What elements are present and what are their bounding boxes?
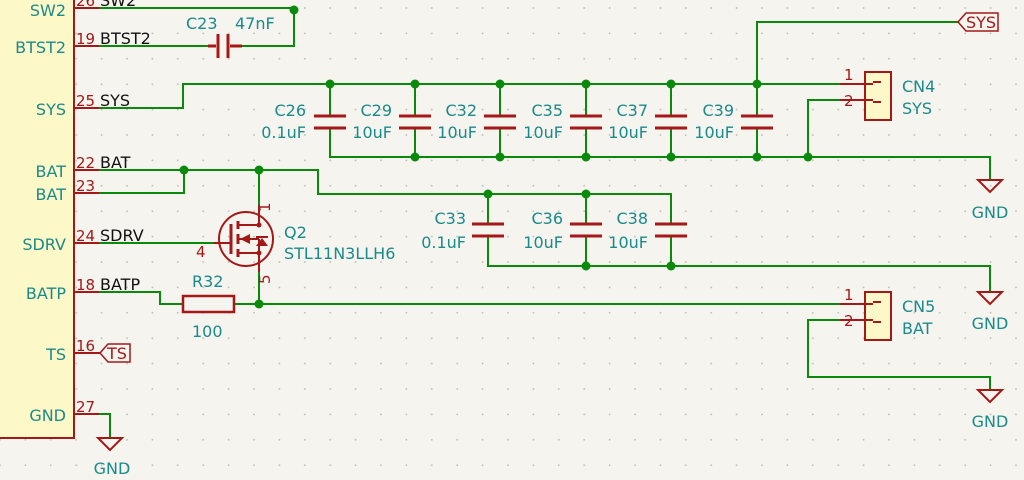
svg-text:10uF: 10uF [437, 123, 477, 142]
svg-text:10uF: 10uF [694, 123, 734, 142]
ic-pin-number: 27 [76, 398, 95, 416]
ic-pin-number: 26 [76, 0, 95, 10]
ic-pin-name: SYS [36, 100, 66, 119]
junctions [179, 5, 813, 309]
net-label-sys: SYS [100, 91, 130, 110]
ic-pin-name: SDRV [22, 235, 66, 254]
svg-text:GND: GND [972, 314, 1009, 333]
wires [99, 7, 991, 439]
net-label-sw2: SW2 [100, 0, 136, 10]
svg-text:10uF: 10uF [523, 123, 563, 142]
ic-pins [74, 7, 100, 415]
net-label-btst2: BTST2 [100, 29, 151, 48]
cn4-pin1: 1 [844, 66, 854, 84]
svg-text:C37: C37 [616, 101, 648, 120]
capacitor-c33: C33 0.1uF [421, 209, 504, 252]
gnd-symbol-ic: GND [94, 437, 131, 478]
ic-pin-number: 19 [76, 30, 95, 48]
ic-pin-name: TS [45, 345, 66, 364]
svg-text:10uF: 10uF [523, 233, 563, 252]
ic-pin-names: SW2 BTST2 SYS BAT BAT SDRV BATP TS GND [15, 1, 66, 425]
c23-value: 47nF [235, 14, 275, 33]
gnd-symbol-bat: GND [972, 291, 1009, 333]
svg-text:C35: C35 [531, 101, 563, 120]
capacitor-c35: C35 10uF [523, 101, 602, 142]
global-label-ts-text: TS [106, 344, 127, 363]
ic-pin-name: BATP [26, 284, 66, 303]
svg-text:C32: C32 [445, 101, 477, 120]
q2-pin-top: 1 [256, 202, 274, 212]
resistor-r32: R32 100 [181, 272, 236, 341]
cn4-value: SYS [902, 99, 932, 118]
svg-text:C26: C26 [274, 101, 306, 120]
cn5-value: BAT [902, 319, 933, 338]
svg-text:10uF: 10uF [608, 233, 648, 252]
net-label-batp: BATP [100, 275, 140, 294]
svg-text:C29: C29 [360, 101, 392, 120]
r32-value: 100 [192, 322, 223, 341]
svg-text:0.1uF: 0.1uF [421, 233, 466, 252]
capacitor-c26: C26 0.1uF [261, 101, 346, 142]
svg-text:C39: C39 [702, 101, 734, 120]
capacitor-c37: C37 10uF [608, 101, 687, 142]
capacitor-c32: C32 10uF [437, 101, 516, 142]
gnd-symbol-sys: GND [972, 179, 1009, 222]
global-label-ts: TS [98, 343, 131, 363]
ic-pin-number: 18 [76, 276, 95, 294]
ic-pin-number: 24 [76, 227, 95, 245]
q2-pin-bottom: 5 [256, 274, 274, 284]
cn5-pin1: 1 [844, 286, 854, 304]
capacitor-c29: C29 10uF [352, 101, 431, 142]
connector-cn5: 1 2 CN5 BAT [840, 286, 935, 341]
r32-ref: R32 [192, 272, 223, 291]
ic-pin-name: SW2 [30, 1, 66, 20]
cn4-pin2: 2 [844, 92, 854, 110]
svg-text:0.1uF: 0.1uF [261, 123, 306, 142]
q2-pin-gate: 4 [196, 243, 206, 261]
capacitor-c39: C39 10uF [694, 101, 773, 142]
ic-pin-number: 25 [76, 92, 95, 110]
svg-text:C36: C36 [531, 209, 563, 228]
svg-text:10uF: 10uF [352, 123, 392, 142]
capacitor-c23: C23 47nF [186, 14, 275, 58]
ic-pin-number: 22 [76, 154, 95, 172]
ic-pin-number: 23 [76, 177, 95, 195]
connector-cn4: 1 2 CN4 SYS [840, 66, 935, 121]
svg-text:10uF: 10uF [608, 123, 648, 142]
cn5-pin2: 2 [844, 312, 854, 330]
global-label-sys: SYS [956, 12, 999, 32]
gnd-symbol-cn5: GND [972, 389, 1009, 431]
ic-pin-number: 16 [76, 337, 95, 355]
q2-ref: Q2 [284, 223, 307, 242]
svg-text:GND: GND [972, 412, 1009, 431]
svg-text:GND: GND [94, 459, 131, 478]
c23-ref: C23 [186, 14, 218, 33]
ic-pin-name: BAT [36, 185, 67, 204]
capacitor-c36: C36 10uF [523, 209, 602, 252]
capacitor-c38: C38 10uF [608, 209, 687, 252]
cn4-ref: CN4 [902, 77, 935, 96]
svg-text:C33: C33 [434, 209, 466, 228]
cn5-ref: CN5 [902, 297, 935, 316]
svg-text:GND: GND [972, 203, 1009, 222]
svg-text:C38: C38 [616, 209, 648, 228]
q2-value: STL11N3LLH6 [284, 244, 395, 263]
ic-pin-name: BAT [36, 162, 67, 181]
ic-pin-name: GND [29, 406, 66, 425]
net-labels: SW2 BTST2 SYS BAT SDRV BATP [100, 0, 151, 294]
mosfet-q2: Q2 STL11N3LLH6 4 1 5 [196, 202, 395, 284]
global-label-sys-text: SYS [966, 13, 996, 32]
charger-ic-body [0, 0, 75, 439]
ic-pin-name: BTST2 [15, 38, 66, 57]
ic-pin-numbers: 26 19 25 22 23 24 18 16 27 [76, 0, 95, 416]
net-label-sdrv: SDRV [100, 226, 144, 245]
net-label-bat: BAT [100, 153, 131, 172]
